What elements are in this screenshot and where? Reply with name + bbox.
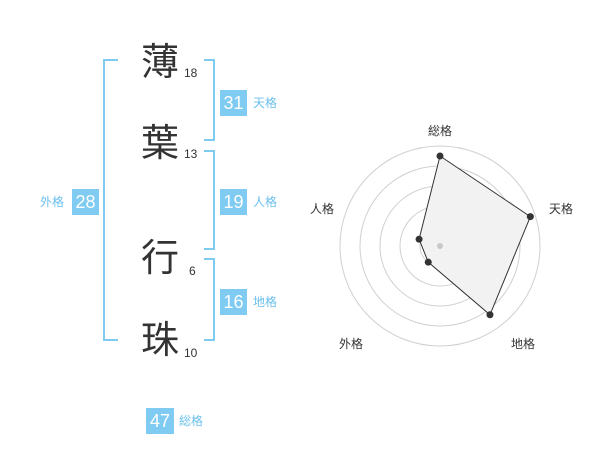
stroke-count-3: 6 <box>189 264 196 278</box>
gaikaku-label: 外格 <box>40 195 65 209</box>
tenkaku-label: 天格 <box>253 96 278 110</box>
radar-point-4 <box>424 258 432 266</box>
gaikaku-bracket <box>103 59 118 341</box>
soukaku-value: 47 <box>146 408 174 434</box>
radar-point-1 <box>436 152 444 160</box>
radar-axis-label-gaikaku: 外格 <box>339 337 364 351</box>
jinkaku-label: 人格 <box>253 195 278 209</box>
tenkaku-bracket <box>204 59 215 141</box>
name-char-2: 葉 <box>141 121 180 165</box>
radar-axis-label-tenkaku: 天格 <box>549 202 574 216</box>
name-char-3: 行 <box>141 236 180 280</box>
kaku-brackets <box>103 59 215 341</box>
radar-series-polygon <box>418 155 531 316</box>
radar-points <box>415 152 534 319</box>
radar-axis-label-soukaku: 総格 <box>428 124 453 138</box>
radar-center-dot <box>437 243 443 249</box>
gaikaku-value: 28 <box>72 189 99 215</box>
tenkaku-value: 31 <box>220 90 247 116</box>
stroke-count-4: 10 <box>184 346 198 360</box>
chikaku-value: 16 <box>220 289 247 315</box>
radar-point-5 <box>415 235 423 243</box>
jinkaku-value: 19 <box>220 189 247 215</box>
name-char-1: 薄 <box>141 40 180 84</box>
radar-axis-label-jinkaku: 人格 <box>310 202 335 216</box>
name-char-4: 珠 <box>141 318 180 362</box>
jinkaku-bracket <box>204 150 215 250</box>
soukaku-label: 総格 <box>179 414 204 428</box>
radar-axis-label-chikaku: 地格 <box>511 337 536 351</box>
stroke-count-2: 13 <box>184 147 198 161</box>
radar-point-2 <box>526 213 534 221</box>
radar-point-3 <box>486 311 494 319</box>
stroke-count-1: 18 <box>184 66 198 80</box>
radar-chart <box>339 145 541 347</box>
radar-grid-ring <box>339 145 541 347</box>
chikaku-bracket <box>204 258 215 341</box>
chikaku-label: 地格 <box>253 295 278 309</box>
